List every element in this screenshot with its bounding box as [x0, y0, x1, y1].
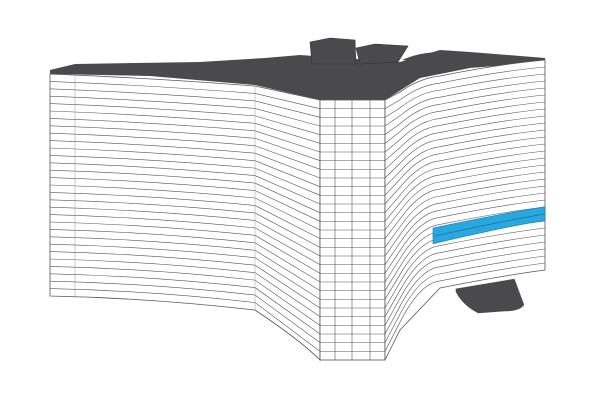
- floor-line: [384, 150, 546, 213]
- floor-line: [384, 157, 546, 222]
- podium-canopy: [454, 277, 526, 315]
- floor-line: [49, 140, 321, 179]
- floor-line: [49, 199, 321, 248]
- roof: [50, 37, 545, 100]
- floor-line: [49, 81, 321, 109]
- floor-line: [384, 192, 546, 265]
- floor-line: [384, 171, 546, 239]
- floor-line: [49, 280, 321, 343]
- floor-line: [49, 288, 321, 352]
- floor-line: [49, 184, 321, 231]
- central-core-tower: [319, 99, 386, 361]
- left-wing-body: [49, 73, 321, 361]
- floor-line: [384, 234, 546, 317]
- floor-line: [49, 162, 321, 205]
- floor-line: [49, 206, 321, 257]
- floor-line: [384, 80, 546, 127]
- floor-line: [49, 155, 321, 196]
- floor-line: [49, 118, 321, 153]
- floor-line: [49, 177, 321, 222]
- floor-line: [384, 178, 546, 248]
- floor-line: [384, 255, 546, 343]
- floor-line: [384, 115, 546, 170]
- floor-line: [49, 169, 321, 213]
- floor-line: [49, 258, 321, 317]
- floor-line: [384, 136, 546, 196]
- floor-line: [384, 73, 546, 118]
- floor-line: [49, 236, 321, 291]
- highlighted-floor: [432, 206, 546, 245]
- podium-roof: [454, 277, 526, 315]
- floor-line: [384, 248, 546, 335]
- left-wing-facade: [49, 73, 321, 361]
- floor-line: [49, 221, 321, 274]
- floor-line: [49, 88, 321, 118]
- floor-line: [49, 132, 321, 170]
- floor-line: [49, 243, 321, 300]
- floor-line: [384, 227, 546, 309]
- floor-line: [384, 199, 546, 274]
- floor-line: [384, 143, 546, 205]
- floor-line: [384, 66, 546, 109]
- right-wing-facade: [384, 59, 546, 361]
- floor-line: [49, 273, 321, 335]
- rooftop-mechanical-block: [309, 37, 357, 65]
- floor-line: [384, 94, 546, 144]
- floor-line: [49, 110, 321, 144]
- floor-line: [49, 103, 321, 135]
- floor-line: [384, 122, 546, 179]
- floor-line: [384, 108, 546, 161]
- floor-line: [384, 185, 546, 257]
- floor-line: [49, 229, 321, 283]
- highlighted-floor-divider: [432, 213, 546, 237]
- floor-line: [384, 241, 546, 326]
- floor-line: [49, 192, 321, 239]
- floor-line: [49, 266, 321, 326]
- floor-line: [384, 129, 546, 187]
- floor-line: [384, 87, 546, 135]
- floor-line: [384, 262, 546, 352]
- floor-line: [384, 101, 546, 153]
- rooftop-mechanical-block: [355, 43, 409, 65]
- floor-line: [49, 125, 321, 161]
- floor-line: [384, 164, 546, 231]
- floor-line: [49, 251, 321, 309]
- floor-line: [49, 214, 321, 265]
- floor-line: [49, 147, 321, 187]
- floor-line: [49, 95, 321, 127]
- floor-line: [384, 206, 546, 283]
- roof-slab: [50, 50, 545, 100]
